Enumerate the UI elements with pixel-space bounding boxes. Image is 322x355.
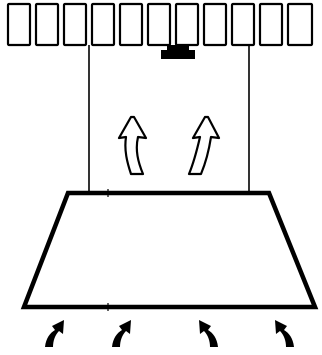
airflow-up-arrow-right <box>187 115 221 176</box>
ceiling-panel-strip <box>6 2 314 47</box>
solid-curved-arrow-icon <box>45 320 294 347</box>
ceiling-panel <box>62 2 88 47</box>
ceiling-mount-block <box>161 45 195 59</box>
ceiling-panel <box>6 2 32 47</box>
intake-arrow-1 <box>45 320 64 347</box>
intake-arrow-4 <box>275 320 294 347</box>
intake-arrow-3 <box>199 320 218 347</box>
intake-arrow-2 <box>112 320 131 347</box>
ceiling-panel <box>146 2 172 47</box>
ceiling-panel <box>90 2 116 47</box>
ceiling-panel <box>174 2 200 47</box>
suspension-rods <box>88 45 250 193</box>
outline-arrow-up-icon <box>117 115 221 176</box>
airflow-up-arrow-left <box>117 115 148 176</box>
ceiling-panel <box>258 2 284 47</box>
ceiling-panel <box>230 2 256 47</box>
ceiling-panel <box>202 2 228 47</box>
extractor-hood-body <box>20 190 319 310</box>
ceiling-panel <box>286 2 314 47</box>
ceiling-panel <box>118 2 144 47</box>
ceiling-panel <box>34 2 60 47</box>
